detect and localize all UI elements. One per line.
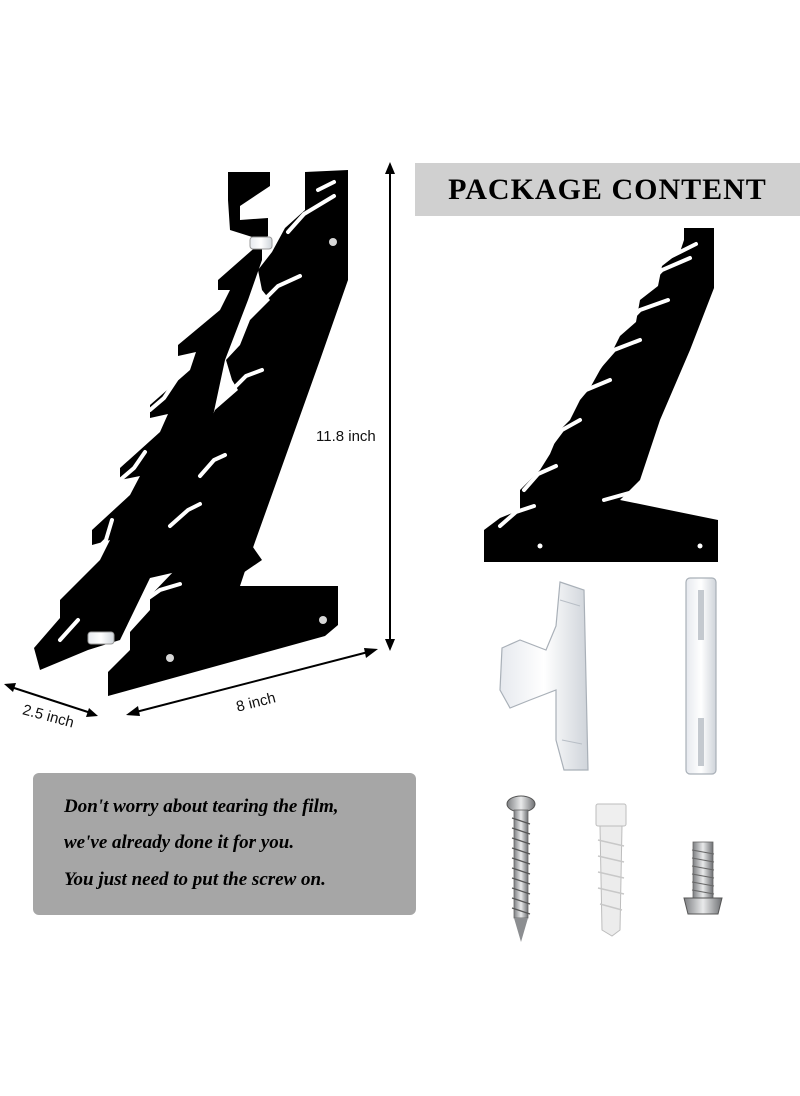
rod-bottom — [87, 631, 115, 645]
note-line-2: we've already done it for you. — [64, 832, 295, 853]
package-content-title: PACKAGE CONTENT — [448, 172, 767, 206]
note-line-3: You just need to put the screw on. — [64, 869, 326, 890]
dimension-lines — [4, 162, 395, 717]
package-panel — [484, 228, 718, 562]
note-line-1: Don't worry about tearing the film, — [64, 796, 339, 817]
machine-bolt — [683, 841, 723, 915]
acrylic-rod — [685, 577, 717, 775]
acrylic-hook — [499, 581, 589, 771]
screw-head — [329, 238, 337, 246]
rack-front-panel — [108, 170, 348, 696]
package-content-banner: PACKAGE CONTENT — [415, 163, 800, 216]
rod-top — [249, 236, 273, 250]
assembled-rack — [34, 170, 348, 696]
screw-head — [166, 654, 174, 662]
height-label: 11.8 inch — [316, 428, 376, 445]
wall-screw — [506, 795, 536, 942]
note-box: Don't worry about tearing the film, we'v… — [33, 773, 416, 915]
rack-slots — [58, 180, 336, 642]
wall-anchor — [595, 803, 627, 937]
screw-head — [319, 616, 327, 624]
